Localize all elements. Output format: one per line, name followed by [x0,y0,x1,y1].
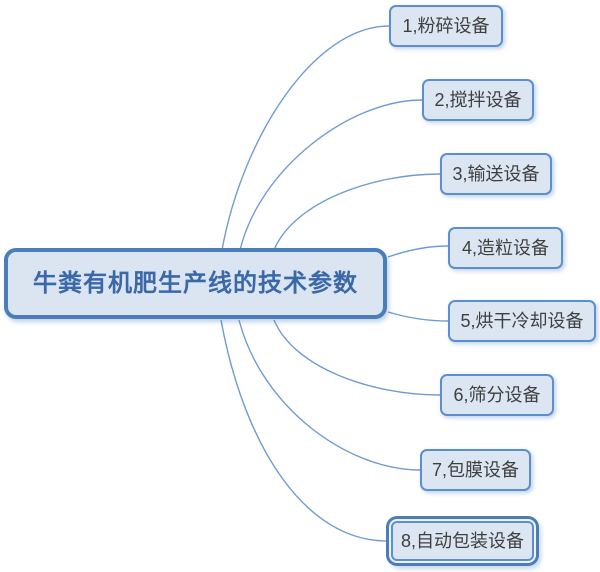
branch-node-7[interactable]: 7,包膜设备 [420,449,531,491]
branch-node-4[interactable]: 4,造粒设备 [448,227,563,269]
branch-node-1[interactable]: 1,粉碎设备 [389,5,503,47]
branch-node-2[interactable]: 2,搅拌设备 [422,79,534,121]
connector-line-branch-8 [220,319,388,542]
connector-line-branch-3 [273,173,441,251]
central-topic-node[interactable]: 牛粪有机肥生产线的技术参数 [4,248,387,319]
branch-node-3[interactable]: 3,输送设备 [440,153,552,195]
branch-node-6[interactable]: 6,筛分设备 [440,374,554,416]
connector-line-branch-1 [221,25,390,251]
connector-line-branch-4 [387,245,449,258]
branch-node-8-selected[interactable]: 8,自动包装设备 [391,521,534,561]
connector-line-branch-6 [273,319,441,396]
connector-line-branch-5 [387,311,449,322]
connector-line-branch-7 [238,319,421,471]
branch-node-5[interactable]: 5,烘干冷却设备 [448,300,596,342]
connector-line-branch-2 [239,99,423,251]
